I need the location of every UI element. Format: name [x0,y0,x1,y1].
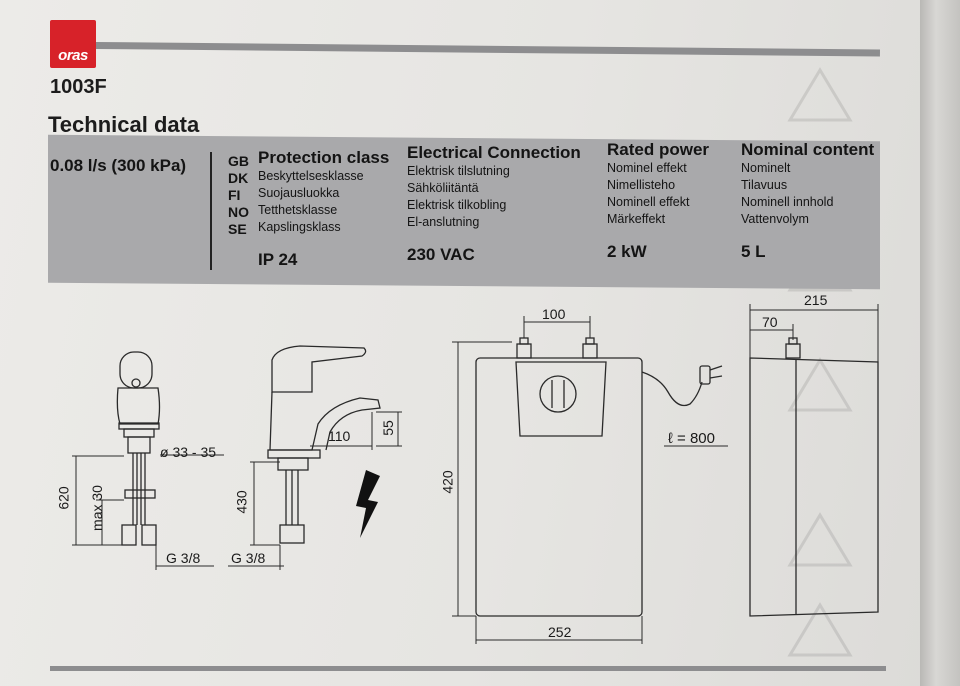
section-title: Technical data [48,112,200,137]
protection-class-column: Protection class Beskyttelsesklasse Suoj… [258,148,389,270]
column-translation: Nominelt [741,161,791,175]
dimension-lines [72,304,879,644]
heater-front-view [475,337,723,617]
column-translation: Märkeffekt [607,212,666,226]
lang-code: FI [228,187,241,203]
language-codes: GB DK FI NO SE [228,153,249,238]
side-depth-label: 215 [804,292,828,308]
pipe-spacing-label: 100 [542,306,566,322]
heater-side-view [749,337,879,617]
oras-logo: oras [50,20,96,68]
next-page-edge [920,0,960,686]
column-value: 230 VAC [407,245,475,264]
flow-rate: 0.08 l/s (300 kPa) [50,156,187,175]
lang-code: NO [228,204,249,220]
column-translation: Elektrisk tilkobling [407,198,507,212]
lang-code: DK [228,170,249,186]
column-translation: Elektrisk tilslutning [407,164,510,178]
footer-rule [50,666,886,671]
column-translation: Tilavuus [741,178,788,192]
column-translation: Nimellisteho [607,178,676,192]
electrical-connection-column: Electrical Connection Elektrisk tilslutn… [407,143,581,265]
spout-reach-label: 110 [328,428,351,444]
lang-code: GB [228,153,249,169]
band-divider [210,152,212,270]
manual-page: oras 1003F Technical data 0.08 l/s (300 … [0,0,930,686]
rated-power-column: Rated power Nominel effekt Nimellisteho … [607,140,709,262]
column-heading: Protection class [258,148,390,167]
height-total-label: 620 [55,486,72,510]
column-value: 2 kW [607,242,647,261]
column-translation: Nominell innhold [741,195,834,209]
column-heading: Rated power [607,140,710,159]
cable-length-label: ℓ = 800 [668,430,715,447]
column-heading: Electrical Connection [407,143,581,162]
lang-code: SE [228,221,247,237]
column-translation: Kapslingsklass [258,220,341,234]
spout-height-label: 55 [379,420,396,436]
nominal-content-column: Nominal content Nominelt Tilavuus Nomine… [741,140,874,262]
model-number: 1003F [50,76,107,98]
side-offset-label: 70 [762,314,778,330]
column-value: 5 L [741,242,766,261]
hose-length-label: 430 [233,490,250,514]
column-translation: El-anslutning [407,215,480,229]
column-translation: Vattenvolym [741,212,809,226]
thread-left-label: G 3/8 [166,550,201,566]
heater-height-label: 420 [439,470,456,494]
column-translation: Sähköliitäntä [407,181,479,195]
column-translation: Nominell effekt [607,195,690,209]
technical-drawings [72,304,879,644]
electric-hazard-icon [356,470,380,538]
column-translation: Tetthetsklasse [258,203,338,217]
column-heading: Nominal content [741,140,875,159]
max-30-label: max 30 [88,485,105,531]
column-translation: Suojausluokka [258,186,340,200]
column-value: IP 24 [258,250,298,269]
column-translation: Beskyttelsesklasse [258,169,364,183]
faucet-front-view [116,351,161,546]
faucet-side-view [267,345,381,544]
heater-width-label: 252 [548,624,572,640]
diameter-label: ø 33 - 35 [160,444,217,460]
thread-right-label: G 3/8 [231,550,266,566]
column-translation: Nominel effekt [607,161,687,175]
